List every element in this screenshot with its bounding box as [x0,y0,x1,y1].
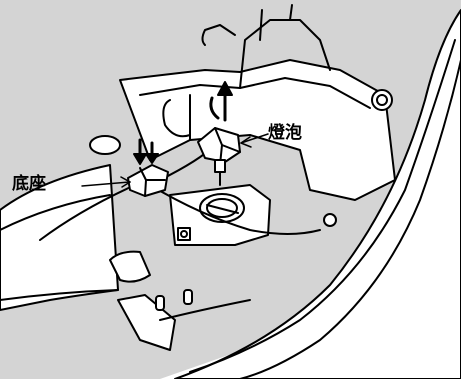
leader-lines [81,133,269,188]
left-panel [0,164,119,311]
socket-opening [169,184,271,246]
socket-connector [127,164,169,197]
press-arrows [133,138,159,165]
fender-outline [174,9,461,379]
removal-arrow [209,81,233,122]
mounting-holes [89,89,393,227]
lower-bracket [109,250,251,351]
socket-label: 底座 [12,174,46,194]
bulb-label: 燈泡 [268,123,302,143]
housing-bracket [119,4,396,201]
bulb [197,127,241,186]
